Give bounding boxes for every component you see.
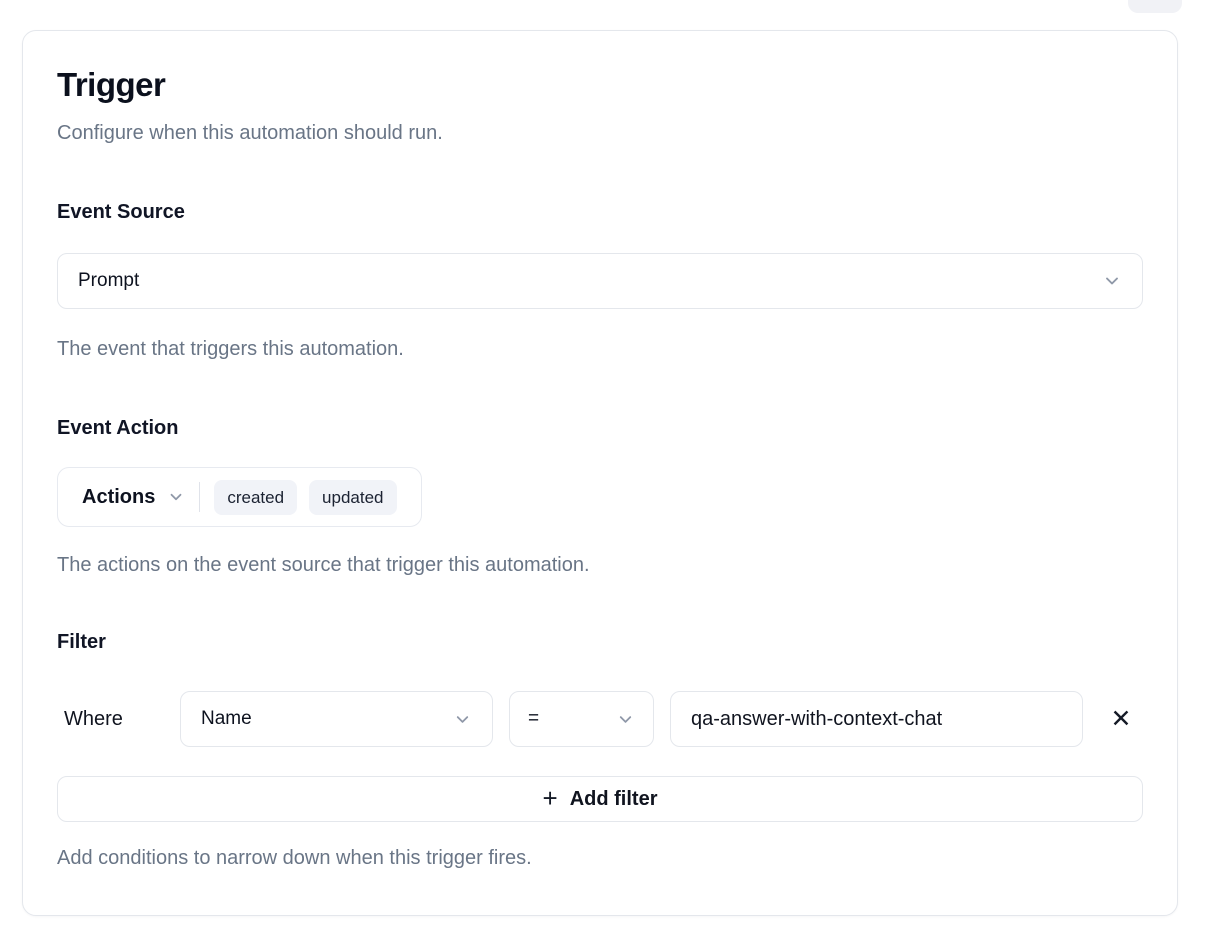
event-source-label: Event Source [57, 201, 185, 223]
close-icon: ✕ [1110, 704, 1132, 733]
chevron-down-icon [619, 715, 632, 723]
where-label: Where [64, 707, 123, 730]
event-source-value: Prompt [78, 270, 140, 291]
page-subtitle: Configure when this automation should ru… [57, 122, 443, 144]
action-badge-updated: updated [309, 479, 397, 515]
event-source-help: The event that triggers this automation. [57, 338, 404, 360]
filter-section: Filter Where Name = ✕ + Add fi [57, 630, 1143, 871]
event-source-select[interactable]: Prompt [57, 253, 1143, 309]
trigger-card: Trigger Configure when this automation s… [22, 30, 1178, 916]
plus-icon: + [542, 783, 558, 813]
filter-condition-row: Where Name = ✕ [57, 691, 1143, 747]
event-action-control: Actions created updated [57, 467, 422, 527]
divider [199, 482, 201, 512]
chevron-down-icon [456, 715, 469, 723]
actions-dropdown-button[interactable]: Actions [82, 486, 185, 509]
add-filter-button[interactable]: + Add filter [57, 776, 1143, 822]
filter-value-input[interactable] [670, 691, 1083, 747]
add-filter-label: Add filter [569, 787, 658, 810]
event-action-section: Event Action Actions created updated The… [57, 416, 1143, 578]
filter-field-select[interactable]: Name [180, 691, 493, 747]
filter-field-value: Name [201, 708, 252, 729]
chevron-down-icon [1106, 277, 1118, 285]
action-badge-created: created [214, 479, 298, 515]
event-action-help: The actions on the event source that tri… [57, 554, 590, 576]
event-source-section: Event Source Prompt The event that trigg… [57, 200, 1143, 362]
event-action-label: Event Action [57, 417, 179, 439]
clipped-offscreen-element [1128, 0, 1182, 13]
filter-operator-value: = [528, 708, 540, 729]
page-title: Trigger [57, 66, 166, 103]
actions-dropdown-label: Actions [82, 485, 156, 508]
filter-label: Filter [57, 631, 106, 653]
remove-filter-button[interactable]: ✕ [1099, 697, 1143, 741]
chevron-down-icon [170, 493, 182, 501]
filter-operator-select[interactable]: = [509, 691, 654, 747]
filter-help: Add conditions to narrow down when this … [57, 847, 532, 869]
selected-actions-badges: created updated [214, 479, 397, 515]
